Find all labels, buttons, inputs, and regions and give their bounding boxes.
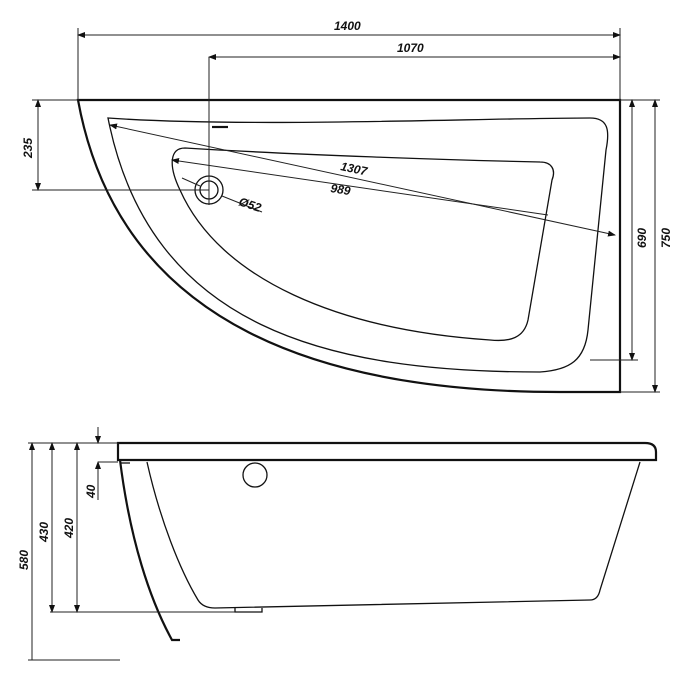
dim-line-drain	[181, 177, 263, 213]
dim-label-989: 989	[330, 181, 352, 198]
dim-label-1070: 1070	[397, 41, 424, 55]
dim-label-420: 420	[62, 518, 76, 539]
side-drain	[242, 462, 268, 488]
dim-label-580: 580	[17, 550, 31, 570]
tub-apron	[118, 459, 180, 642]
tub-outer-outline	[76, 98, 622, 394]
tub-rim-side	[116, 441, 658, 462]
dim-label-1400: 1400	[334, 19, 361, 33]
dim-label-690: 690	[635, 228, 649, 248]
top-view: 1400 1070 235 1307 989 Ø52 690 750	[21, 19, 673, 394]
dim-label-1307: 1307	[339, 159, 369, 179]
dim-line-989	[171, 158, 549, 216]
side-view: 580 430 420 40	[17, 427, 658, 661]
dim-label-750: 750	[659, 228, 673, 248]
tub-body-side	[146, 461, 641, 609]
dim-label-40: 40	[84, 484, 98, 499]
dim-label-430: 430	[37, 522, 51, 543]
dim-label-235: 235	[21, 138, 35, 159]
tub-rim-inner	[107, 117, 609, 373]
dim-line-1307	[109, 123, 616, 237]
dim-label-drain-diameter: Ø52	[237, 195, 263, 215]
